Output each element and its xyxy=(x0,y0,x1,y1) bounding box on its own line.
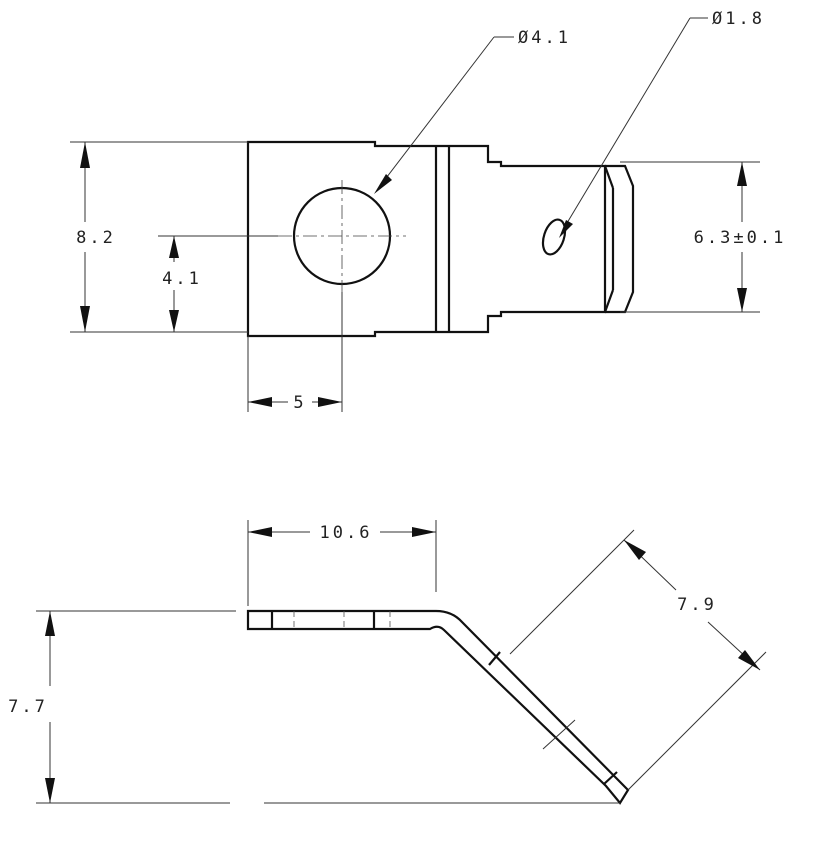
leader-4-1-line xyxy=(379,36,495,187)
dim-bent-length: 7.9 xyxy=(677,595,717,615)
dim-7-9-arrow-upper xyxy=(624,540,646,560)
dim-10-6-arrow-right xyxy=(412,527,436,537)
small-hole xyxy=(541,218,567,256)
dim-6-3-arrow-top xyxy=(737,162,747,186)
dim-8-2-arrow-top xyxy=(80,142,90,168)
dim-6-3-arrow-bottom xyxy=(737,288,747,312)
tab-tip xyxy=(605,164,635,314)
dim-total-height: 7.7 xyxy=(8,697,48,717)
side-tip-mark xyxy=(603,771,618,785)
leader-1-8-line xyxy=(563,17,691,229)
tab-chamfer-top xyxy=(603,165,615,189)
top-view-outline xyxy=(246,140,607,338)
dim-7-9-arrow-lower xyxy=(738,650,760,670)
dim-4-1-arrow-top xyxy=(169,236,179,258)
leader-1-8-arrow xyxy=(559,220,573,238)
side-bend-mark-3 xyxy=(488,651,501,666)
side-view: 10.6 7.7 7.9 xyxy=(8,520,767,805)
dim-5-arrow-right xyxy=(318,397,342,407)
tab-chamfer-bottom xyxy=(603,289,615,313)
dim-7-7-arrow-bottom xyxy=(45,778,55,803)
dim-hole-diameter: Ø4.1 xyxy=(518,28,571,48)
leader-4-1-arrow xyxy=(374,174,392,194)
top-view: 8.2 4.1 5 6.3±0.1 Ø4.1 Ø1.8 xyxy=(70,9,787,413)
dim-overall-height: 8.2 xyxy=(76,228,116,248)
dim-flat-length: 10.6 xyxy=(320,523,373,543)
ext-line-diag-lower xyxy=(627,651,767,791)
side-hole-centerline xyxy=(542,719,576,750)
dim-5-arrow-left xyxy=(248,397,272,407)
dim-10-6-arrow-left xyxy=(248,527,272,537)
dim-small-hole-diameter: Ø1.8 xyxy=(712,9,765,29)
side-view-flat xyxy=(246,609,630,805)
dim-4-1-arrow-bottom xyxy=(169,310,179,332)
dim-tab-width: 6.3±0.1 xyxy=(694,228,787,248)
dim-hole-offset: 5 xyxy=(293,393,306,413)
dim-hole-center-height: 4.1 xyxy=(162,269,202,289)
ext-line-diag-upper xyxy=(509,529,635,655)
dim-8-2-arrow-bottom xyxy=(80,306,90,332)
dim-7-7-arrow-top xyxy=(45,611,55,636)
